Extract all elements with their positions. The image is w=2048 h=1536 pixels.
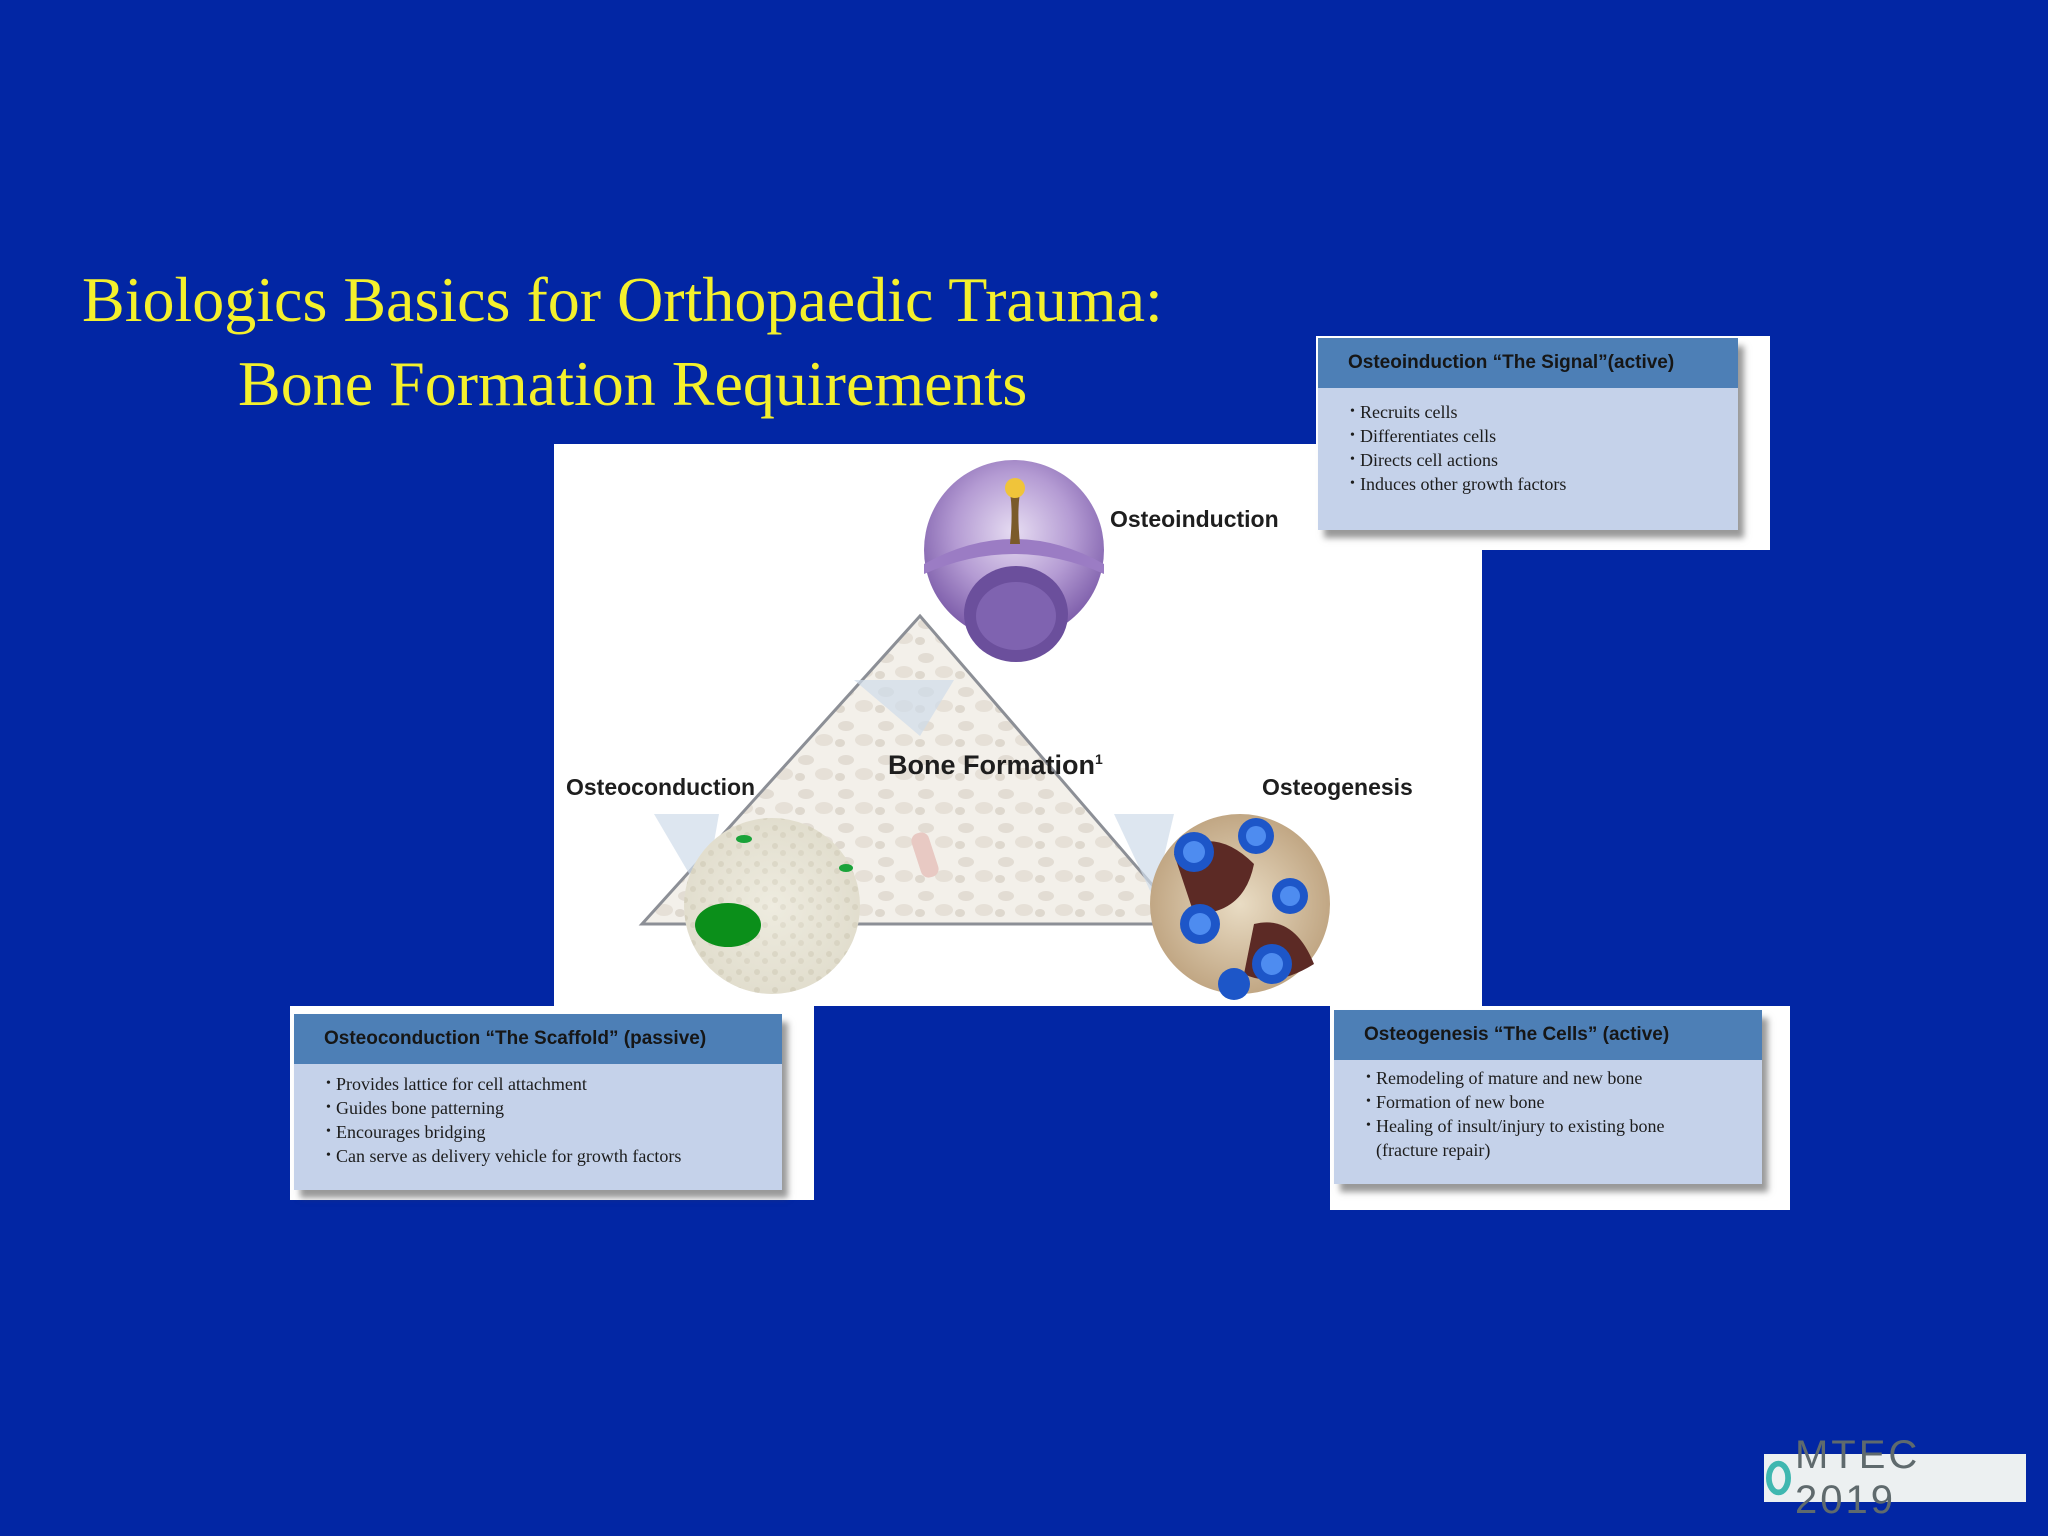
list-item: Directs cell actions xyxy=(1350,448,1738,472)
bone-formation-illustration xyxy=(638,460,1330,1000)
bone-formation-label: Bone Formation1 xyxy=(888,750,1103,781)
osteoconduction-illustration xyxy=(684,818,860,994)
osteogenesis-label: Osteogenesis xyxy=(1262,774,1413,800)
osteoinduction-list: Recruits cells Differentiates cells Dire… xyxy=(1318,388,1738,496)
slide-title: Biologics Basics for Orthopaedic Trauma:… xyxy=(60,258,1260,426)
osteoconduction-card-title: Osteoconduction “The Scaffold” (passive) xyxy=(294,1014,782,1064)
list-item: Healing of insult/injury to existing bon… xyxy=(1366,1114,1762,1138)
osteoinduction-label: Osteoinduction xyxy=(1110,506,1279,532)
osteoconduction-card-frame: Osteoconduction “The Scaffold” (passive)… xyxy=(290,1006,814,1200)
logo-text: MTEC 2019 xyxy=(1794,1433,1921,1522)
list-item: Provides lattice for cell attachment xyxy=(326,1072,782,1096)
list-item: Recruits cells xyxy=(1350,400,1738,424)
osteoconduction-list: Provides lattice for cell attachment Gui… xyxy=(294,1064,782,1168)
bone-formation-text: Bone Formation xyxy=(888,750,1095,780)
list-item: Remodeling of mature and new bone xyxy=(1366,1066,1762,1090)
osteogenesis-illustration xyxy=(1150,814,1330,1000)
osteoconduction-label: Osteoconduction xyxy=(566,774,756,800)
bone-formation-superscript: 1 xyxy=(1095,751,1103,767)
osteoconduction-card: Osteoconduction “The Scaffold” (passive)… xyxy=(294,1014,782,1190)
list-item: Guides bone patterning xyxy=(326,1096,782,1120)
osteoinduction-card-frame: Osteoinduction “The Signal”(active) Recr… xyxy=(1316,336,1770,550)
mtec-logo: MTEC 2019 xyxy=(1764,1433,2026,1522)
osteoinduction-card-title: Osteoinduction “The Signal”(active) xyxy=(1318,338,1738,388)
logo-ring-icon xyxy=(1766,1460,1791,1496)
slide-title-line-1: Biologics Basics for Orthopaedic Trauma: xyxy=(82,264,1163,335)
osteoinduction-card: Osteoinduction “The Signal”(active) Recr… xyxy=(1318,338,1738,530)
osteogenesis-list: Remodeling of mature and new bone Format… xyxy=(1334,1060,1762,1162)
list-item: Formation of new bone xyxy=(1366,1090,1762,1114)
osteogenesis-card: Osteogenesis “The Cells” (active) Remode… xyxy=(1334,1010,1762,1184)
list-item: Differentiates cells xyxy=(1350,424,1738,448)
list-item-continuation: (fracture repair) xyxy=(1376,1140,1491,1160)
slide-title-line-2: Bone Formation Requirements xyxy=(238,348,1028,419)
osteogenesis-card-title: Osteogenesis “The Cells” (active) xyxy=(1334,1010,1762,1060)
list-item: Encourages bridging xyxy=(326,1120,782,1144)
list-item: Induces other growth factors xyxy=(1350,472,1738,496)
list-item: Can serve as delivery vehicle for growth… xyxy=(326,1144,782,1168)
osteoinduction-illustration xyxy=(924,460,1104,662)
osteogenesis-card-frame: Osteogenesis “The Cells” (active) Remode… xyxy=(1330,1006,1790,1210)
